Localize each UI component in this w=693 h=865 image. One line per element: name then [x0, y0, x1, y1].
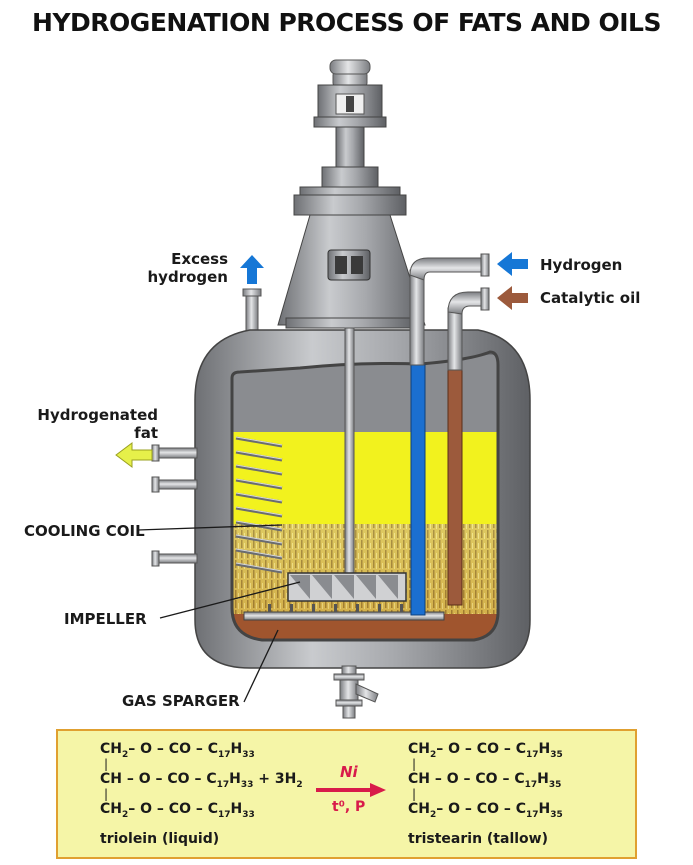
label-impeller: IMPELLER — [64, 610, 147, 628]
catalyst-label: Ni — [340, 763, 358, 781]
conditions-label: t⁰, P — [332, 799, 366, 815]
sight-glass — [327, 249, 371, 281]
product-caption: tristearin (tallow) — [408, 831, 548, 847]
reactant-row-2: CH – O – CO – C17H33 + 3H2 — [100, 771, 303, 790]
catalytic-oil-pipe — [447, 287, 490, 606]
leader-lines — [137, 524, 301, 703]
label-gas-sparger: GAS SPARGER — [122, 692, 240, 710]
reactant-bond-2: | — [104, 787, 109, 801]
cooling-coil — [235, 436, 283, 574]
product-bond-1: | — [412, 757, 417, 771]
reaction-equation-box: CH2– O – CO – C17H33 | CH – O – CO – C17… — [56, 729, 637, 859]
hydrogen-pipe — [409, 253, 490, 616]
impeller — [287, 572, 407, 602]
label-catalytic-oil: Catalytic oil — [540, 289, 641, 307]
label-excess-hydrogen: Excess hydrogen — [147, 250, 229, 286]
reactant-caption: triolein (liquid) — [100, 831, 220, 847]
drain-valve — [333, 665, 379, 719]
hydrogen-arrow-icon — [497, 252, 528, 276]
product-row-2: CH – O – CO – C17H35 — [408, 771, 562, 790]
hydrogenated-fat-arrow-icon — [115, 442, 153, 468]
catalytic-oil-arrow-icon — [497, 286, 528, 310]
product-bond-2: | — [412, 787, 417, 801]
reactant-row-1: CH2– O – CO – C17H33 — [100, 741, 255, 760]
reactant-bond-1: | — [104, 757, 109, 771]
product-row-3: CH2– O – CO – C17H35 — [408, 801, 563, 820]
label-cooling-coil: COOLING COIL — [24, 522, 145, 540]
drive-motor — [293, 59, 407, 216]
label-hydrogen: Hydrogen — [540, 256, 623, 274]
reactant-row-3: CH2– O – CO – C17H33 — [100, 801, 255, 820]
fat-layer — [232, 432, 498, 524]
page-title: HYDROGENATION PROCESS OF FATS AND OILS — [32, 8, 661, 37]
product-row-1: CH2– O – CO – C17H35 — [408, 741, 563, 760]
label-hydrogenated-fat: Hydrogenated fat — [37, 406, 158, 442]
reaction-arrow-icon — [316, 783, 386, 797]
excess-hydrogen-arrow-icon — [240, 255, 264, 284]
side-nozzles — [151, 444, 198, 567]
agitator-shaft — [344, 327, 355, 577]
gas-sparger — [243, 604, 445, 621]
